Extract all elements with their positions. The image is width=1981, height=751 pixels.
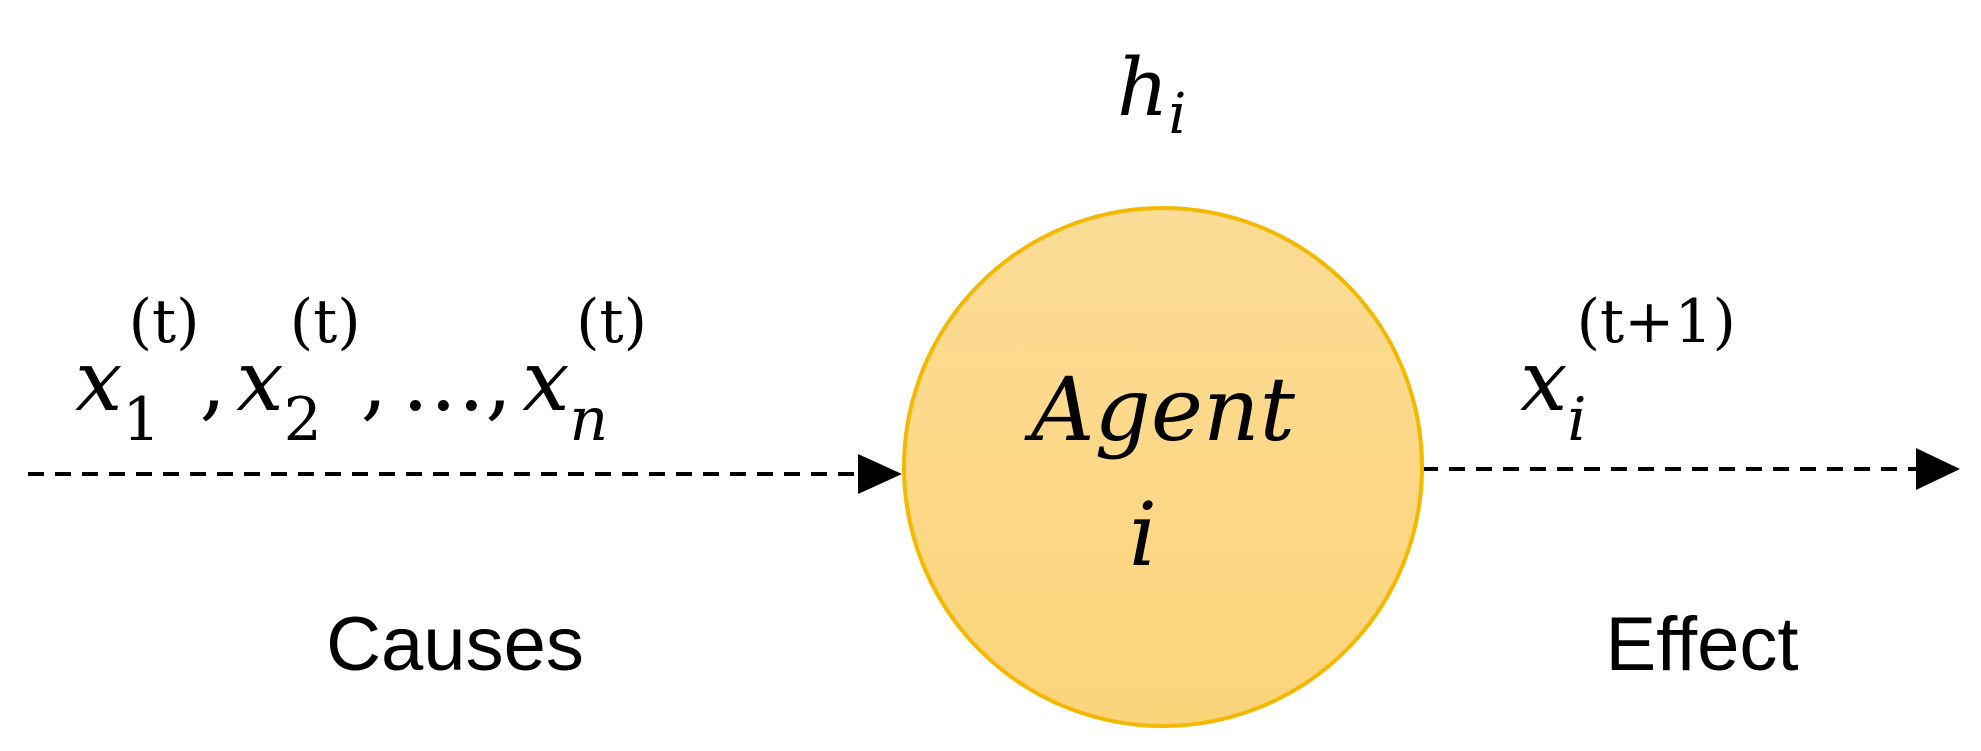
input-variables: x1(t),x2(t),…,xn(t) (75, 287, 647, 455)
output-sup: (t+1) (1577, 287, 1736, 357)
causes-caption: Causes (326, 602, 584, 687)
input-arrowhead (858, 454, 902, 494)
agent-node (902, 206, 1424, 728)
agent-name-line2: i (1129, 483, 1157, 586)
agent-name-line1: Agent (1024, 358, 1296, 461)
hidden-state-base: h (1117, 41, 1169, 134)
input-n-sub: n (569, 385, 608, 455)
hidden-state-sub: i (1169, 82, 1187, 147)
output-arrowhead (1916, 448, 1960, 490)
input-ellipsis: … (401, 332, 485, 430)
input-n-sup: (t) (576, 287, 647, 357)
input-2-sub: 2 (284, 385, 322, 455)
output-sub: i (1567, 385, 1586, 455)
input-separator-2: , (361, 332, 388, 430)
output-base: x (1520, 332, 1567, 430)
input-n-base: x (522, 332, 569, 430)
input-2-sup: (t) (290, 287, 361, 357)
input-separator-1: , (200, 332, 227, 430)
output-variable: xi (t+1) (1520, 287, 1736, 455)
input-2-base: x (236, 332, 283, 430)
hidden-state-label: hi (1117, 41, 1186, 147)
input-1-base: x (75, 332, 122, 430)
input-separator-3: , (485, 332, 512, 430)
effect-caption: Effect (1606, 602, 1799, 687)
input-1-sup: (t) (129, 287, 200, 357)
input-1-sub: 1 (122, 385, 160, 455)
